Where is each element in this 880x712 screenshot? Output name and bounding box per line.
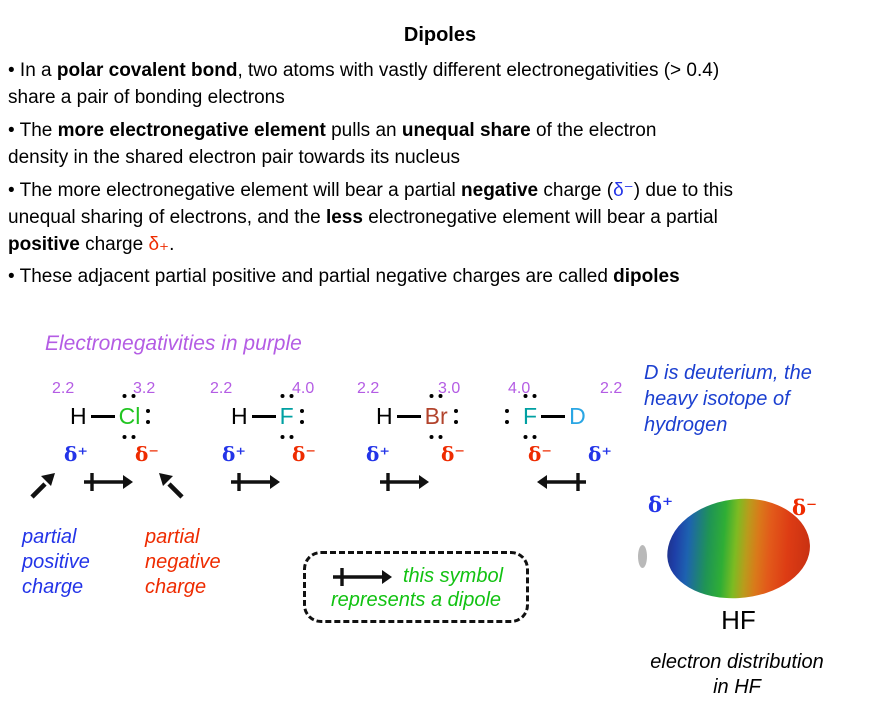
atom-symbol: Cl <box>118 402 141 429</box>
electronegativity-value: 2.2 <box>210 380 233 397</box>
atom-symbol: H <box>231 402 248 429</box>
lewis-structure: H Br <box>376 393 458 439</box>
lewis-structure: H F <box>231 393 304 439</box>
dipole-arrow-icon <box>537 473 586 491</box>
atom-symbol: H <box>376 402 393 429</box>
electronegativity-value: 3.0 <box>438 380 461 397</box>
lone-pair-dots <box>146 408 151 424</box>
atom-symbol: F <box>279 402 294 429</box>
delta-plus-label: δ⁺ <box>366 442 390 466</box>
up-left-arrow-icon <box>159 473 184 499</box>
bond-line <box>251 414 276 418</box>
atom-symbol: Br <box>424 402 448 429</box>
delta-minus-label: δ⁻ <box>528 442 552 466</box>
delta-minus-label: δ⁻ <box>792 495 818 520</box>
electron-distribution-caption: electron distribution in HF <box>650 651 824 698</box>
bullet-dipoles-definition: • These adjacent partial positive and pa… <box>8 266 680 287</box>
bond-line <box>541 414 566 418</box>
bullet-unequal-share: • The more electronegative element pulls… <box>8 120 657 168</box>
delta-plus-label: δ⁺ <box>648 492 674 517</box>
lewis-structure: F D <box>505 393 586 439</box>
electron-density-map <box>664 495 813 602</box>
lone-pair-dots <box>122 393 136 398</box>
electronegativity-heading: Electronegativities in purple <box>45 332 302 355</box>
lone-pair-dots <box>122 434 136 439</box>
molecule-fd: 4.0 2.2 F D δ⁻ δ⁺ <box>500 378 668 506</box>
bullet-polar-covalent-bond: • In a polar covalent bond, two atoms wi… <box>8 60 720 108</box>
dipole-arrow-icon <box>231 473 280 491</box>
electronegativity-value: 3.2 <box>133 380 156 397</box>
electronegativity-value: 4.0 <box>508 380 531 397</box>
lone-pair-dots <box>280 434 294 439</box>
bond-line <box>396 414 421 418</box>
electronegativity-value: 2.2 <box>600 380 623 397</box>
molecule-hcl: 2.2 3.2 H Cl δ⁺ δ⁻ <box>40 378 208 506</box>
deuterium-note: D is deuterium, the heavy isotope of hyd… <box>644 362 812 436</box>
up-right-arrow-icon <box>30 473 55 499</box>
lone-pair-dots <box>523 434 537 439</box>
dipole-arrow-icon <box>332 567 392 586</box>
partial-negative-label: partial negative charge <box>145 526 221 598</box>
delta-plus-label: δ⁺ <box>222 442 246 466</box>
lone-pair-dots <box>453 408 458 424</box>
atom-symbol: D <box>569 402 586 429</box>
delta-plus-label: δ⁺ <box>588 442 612 466</box>
page-title: Dipoles <box>403 24 477 46</box>
lewis-structure: H Cl <box>70 393 151 439</box>
dipole-arrow-icon <box>84 473 133 491</box>
electronegativity-value: 4.0 <box>292 380 315 397</box>
partial-positive-label: partial positive charge <box>22 526 90 598</box>
lone-pair-dots <box>429 393 443 398</box>
atom-symbol: H <box>70 402 87 429</box>
electronegativity-value: 2.2 <box>357 380 380 397</box>
lone-pair-dots <box>505 408 509 424</box>
electronegativity-value: 2.2 <box>52 380 75 397</box>
delta-minus-label: δ⁻ <box>292 442 316 466</box>
hf-molecule-label: HF <box>721 605 756 635</box>
gray-arc <box>638 545 647 568</box>
delta-minus-label: δ⁻ <box>441 442 465 466</box>
delta-plus-label: δ⁺ <box>64 442 88 466</box>
lone-pair-dots <box>429 434 443 439</box>
lone-pair-dots <box>523 393 537 398</box>
delta-minus-label: δ⁻ <box>135 442 159 466</box>
lone-pair-dots <box>299 408 304 424</box>
atom-symbol: F <box>523 402 538 429</box>
legend-text-line2: represents a dipole <box>330 588 502 611</box>
dipole-arrow-icon <box>380 473 429 491</box>
bond-line <box>90 414 115 418</box>
bullet-partial-charges: • The more electronegative element will … <box>8 180 733 255</box>
molecule-hf: 2.2 4.0 H F δ⁺ δ⁻ <box>204 378 372 506</box>
lone-pair-dots <box>280 393 294 398</box>
molecule-hbr: 2.2 3.0 H Br δ⁺ δ⁻ <box>348 378 516 506</box>
dipole-symbol-legend: this symbol represents a dipole <box>303 551 529 623</box>
legend-text-line1: this symbol <box>402 565 504 587</box>
